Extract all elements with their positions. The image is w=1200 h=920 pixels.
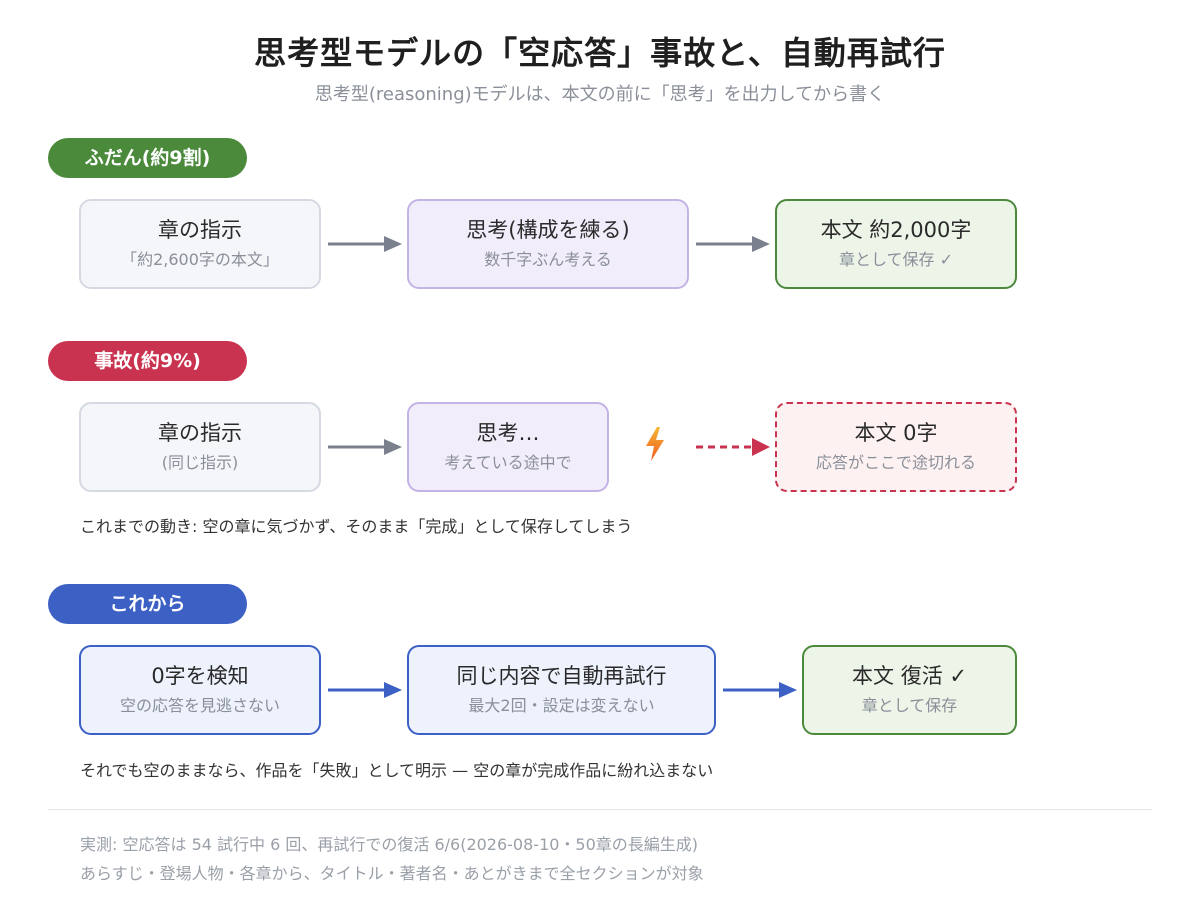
step-title: 同じ内容で自動再試行 <box>456 664 667 688</box>
normal-step-thinking: 思考(構成を練る) 数千字ぶん考える <box>407 199 689 289</box>
section-label-accident: 事故(約9%) <box>48 341 247 381</box>
normal-step-body: 本文 約2,000字 章として保存 ✓ <box>775 199 1017 289</box>
step-detail: 応答がここで途切れる <box>815 453 976 472</box>
accident-step-thinking: 思考… 考えている途中で <box>407 402 609 492</box>
accident-step-instruction: 章の指示 (同じ指示) <box>79 402 321 492</box>
lightning-icon <box>646 427 664 461</box>
arrow-icon <box>328 236 402 252</box>
page-title: 思考型モデルの「空応答」事故と、自動再試行 <box>254 34 946 72</box>
normal-step-instruction: 章の指示 「約2,600字の本文」 <box>79 199 321 289</box>
step-detail: 数千字ぶん考える <box>484 250 612 269</box>
page-subtitle: 思考型(reasoning)モデルは、本文の前に「思考」を出力してから書く <box>314 84 886 105</box>
step-detail: 「約2,600字の本文」 <box>121 250 279 269</box>
step-detail: 空の応答を見逃さない <box>119 696 280 715</box>
step-detail: (同じ指示) <box>161 453 239 472</box>
step-title: 0字を検知 <box>151 664 249 688</box>
section-label-future: これから <box>48 584 247 624</box>
step-title: 思考(構成を練る) <box>466 218 630 242</box>
step-title: 本文 0字 <box>854 421 938 445</box>
arrow-icon <box>328 682 402 698</box>
footer-measurement: 実測: 空応答は 54 試行中 6 回、再試行での復活 6/6(2026-08-… <box>80 835 699 854</box>
step-detail: 章として保存 <box>861 696 958 715</box>
dashed-arrow-icon <box>696 438 770 456</box>
step-title: 本文 復活 ✓ <box>852 664 967 688</box>
section-label-normal: ふだん(約9割) <box>48 138 247 178</box>
accident-note: これまでの動き: 空の章に気づかず、そのまま「完成」として保存してしまう <box>80 517 633 536</box>
footer-scope: あらすじ・登場人物・各章から、タイトル・著者名・あとがきまで全セクションが対象 <box>80 864 704 883</box>
future-step-detect: 0字を検知 空の応答を見逃さない <box>79 645 321 735</box>
future-step-retry: 同じ内容で自動再試行 最大2回・設定は変えない <box>407 645 716 735</box>
step-title: 本文 約2,000字 <box>820 218 972 242</box>
future-step-restored: 本文 復活 ✓ 章として保存 <box>802 645 1017 735</box>
step-title: 思考… <box>476 421 540 445</box>
arrow-icon <box>696 236 770 252</box>
future-note: それでも空のままなら、作品を「失敗」として明示 — 空の章が完成作品に紛れ込まな… <box>80 761 714 780</box>
step-detail: 章として保存 ✓ <box>838 250 953 269</box>
step-detail: 最大2回・設定は変えない <box>468 696 655 715</box>
accident-step-body: 本文 0字 応答がここで途切れる <box>775 402 1017 492</box>
divider <box>48 809 1152 810</box>
arrow-icon <box>328 439 402 455</box>
step-detail: 考えている途中で <box>444 453 572 472</box>
step-title: 章の指示 <box>158 218 242 242</box>
arrow-icon <box>723 682 797 698</box>
step-title: 章の指示 <box>158 421 242 445</box>
